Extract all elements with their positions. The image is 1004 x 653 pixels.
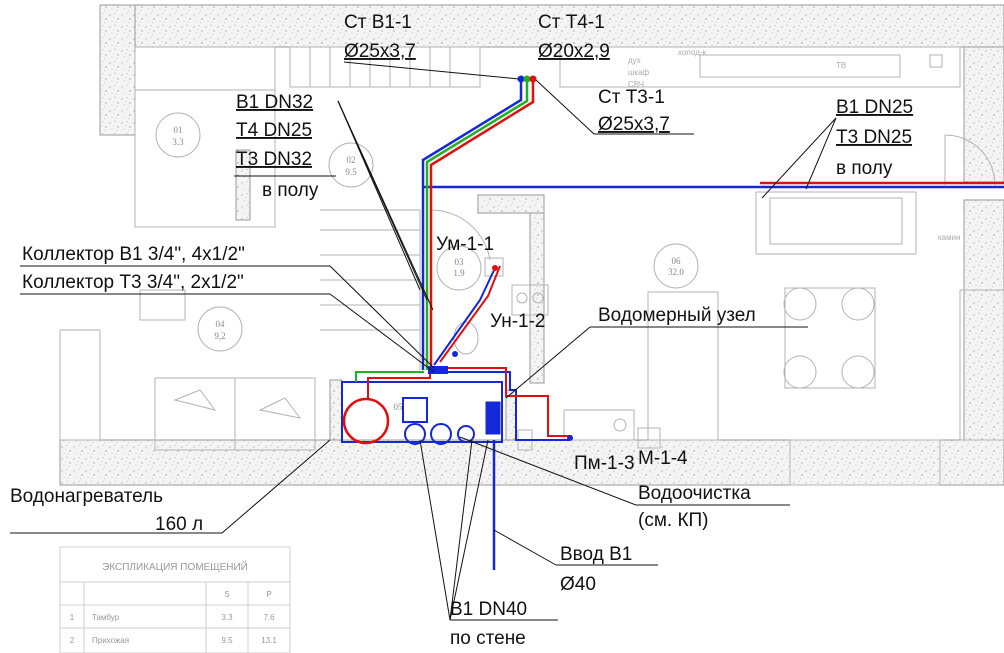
label-pm: Пм-1-3 [574, 453, 635, 474]
label-main-t3: Т3 DN25 [836, 127, 912, 148]
room-02-number: 02 [347, 155, 356, 165]
text-kamin: камин [938, 233, 961, 242]
explication-table: ЭКСПЛИКАЦИЯ ПОМЕЩЕНИЙ S P 1 Тамбур 3.3 7… [59, 546, 291, 653]
explication-title: ЭКСПЛИКАЦИЯ ПОМЕЩЕНИЙ [102, 560, 248, 573]
explication-row-1-name: Тамбур [92, 613, 120, 622]
label-collector-t3: Коллектор Т3 3/4", 2х1/2" [22, 272, 244, 293]
hot-water-pipes [342, 80, 1004, 445]
pipe-endpoints [428, 75, 573, 441]
label-risers-floor: в полу [262, 180, 319, 201]
room-04-area: 9,2 [214, 331, 225, 341]
label-st-t4: Ст Т4-1 [538, 12, 605, 33]
text-holod: холод-к [678, 48, 707, 57]
label-inlet-diameter: Ø40 [560, 574, 596, 595]
label-wall-pipe: В1 DN40 [450, 599, 527, 620]
label-m: М-1-4 [638, 448, 688, 469]
room-03-area: 1.9 [453, 268, 465, 278]
label-um: Ум-1-1 [436, 234, 494, 255]
label-wall-pipe-note: по стене [450, 628, 526, 649]
room-05-number: 05 [394, 402, 404, 412]
room-01-number: 01 [174, 125, 183, 135]
label-purification: Водоочистка [638, 483, 751, 504]
room-labels: 01 3.3 02 9.5 03 1.9 04 9,2 05 06 32.0 [172, 125, 684, 412]
room-06-area: 32.0 [668, 267, 684, 277]
explication-row-2-s: 9.5 [221, 636, 233, 645]
text-tv: ТВ [836, 61, 846, 70]
text-svch: СВЧ [628, 80, 644, 89]
furniture-text: дух шкаф СВЧ холод-к ТВ камин [628, 48, 961, 242]
label-water-meter: Водомерный узел [598, 305, 756, 326]
label-heater-volume: 160 л [155, 514, 203, 535]
label-heater: Водонагреватель [10, 486, 163, 507]
explication-col-s: S [224, 590, 229, 599]
label-un: Ун-1-2 [490, 311, 546, 332]
explication-row-2-name: Прихожая [92, 636, 129, 645]
walls [59, 4, 1004, 486]
label-risers-t3: Т3 DN32 [236, 149, 312, 170]
label-st-t4-diameter: Ø20х2,9 [538, 41, 610, 62]
label-st-t3: Ст Т3-1 [598, 87, 665, 108]
label-main-floor: в полу [836, 158, 893, 179]
text-dukh: дух [628, 56, 641, 65]
label-risers-b1: В1 DN32 [236, 92, 313, 113]
cold-water-pipes [341, 80, 1004, 570]
explication-row-1-p: 7.6 [263, 613, 275, 622]
explication-row-1-s: 3.3 [221, 613, 233, 622]
label-purification-note: (см. КП) [638, 510, 709, 531]
room-06-number: 06 [672, 256, 682, 266]
annotation-labels: Ст В1-1 Ø25х3,7 Ст Т4-1 Ø20х2,9 Ст Т3-1 … [10, 12, 913, 649]
label-inlet: Ввод В1 [560, 544, 632, 565]
furniture-lines [59, 46, 1004, 486]
explication-col-p: P [266, 590, 271, 599]
room-03-number: 03 [455, 257, 465, 267]
label-collector-b1: Коллектор В1 3/4", 4х1/2" [22, 244, 245, 265]
circulation-pipes [355, 80, 529, 382]
label-st-t3-diameter: Ø25х3,7 [598, 114, 670, 135]
room-04-number: 04 [216, 319, 226, 329]
room-02-area: 9.5 [345, 167, 357, 177]
label-main-b1: В1 DN25 [836, 97, 913, 118]
explication-row-2-num: 2 [70, 636, 75, 645]
label-risers-t4: Т4 DN25 [236, 120, 312, 141]
explication-row-1-num: 1 [70, 613, 75, 622]
leader-lines [10, 61, 837, 621]
label-st-b1-diameter: Ø25х3,7 [344, 41, 416, 62]
room-01-area: 3.3 [172, 137, 184, 147]
label-st-b1: Ст В1-1 [344, 12, 412, 33]
text-shkaf: шкаф [628, 68, 650, 77]
explication-row-2-p: 13.1 [261, 636, 277, 645]
